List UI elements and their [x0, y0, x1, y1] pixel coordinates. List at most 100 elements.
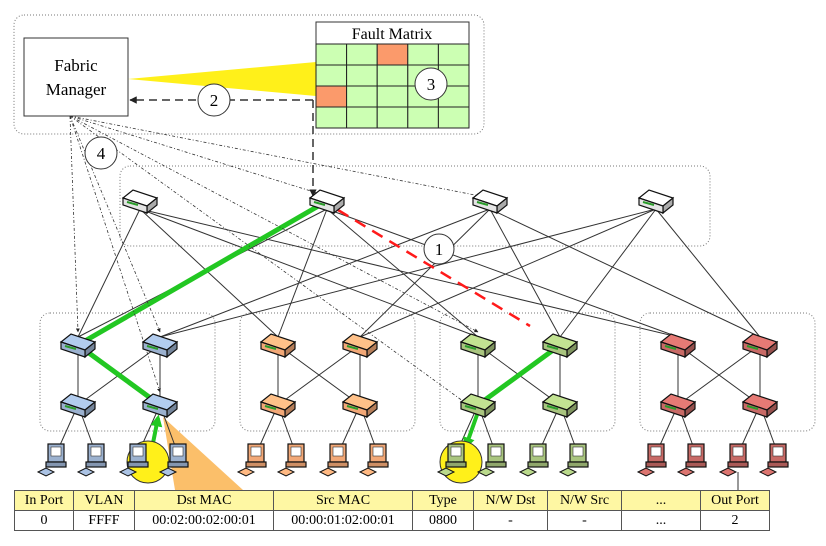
pod-2-aggregation-switch-1[interactable] [259, 333, 297, 359]
pod-3-host-4[interactable] [558, 443, 589, 477]
pod-4-edge-switch-2[interactable] [741, 393, 779, 419]
core-agg-link [277, 208, 328, 338]
svg-text:2: 2 [210, 91, 219, 110]
header-in-port: In Port [14, 490, 74, 511]
control-link [69, 115, 479, 413]
pod-3-host-3[interactable] [518, 443, 549, 477]
core-switch-3[interactable] [471, 189, 509, 215]
pod-3-group [439, 312, 616, 432]
pod-1-host-4[interactable] [158, 443, 189, 477]
network-nodes [36, 189, 789, 484]
pod-2-host-2[interactable] [276, 443, 307, 477]
control-links [69, 96, 481, 413]
pod-2-edge-switch-1[interactable] [259, 393, 297, 419]
core-agg-link [326, 208, 679, 338]
cell-dst-mac: 00:02:00:02:00:01 [134, 510, 274, 531]
fault-matrix-cell [376, 64, 409, 87]
fault-matrix-cell [315, 106, 348, 129]
core-switch-1[interactable] [121, 189, 159, 215]
core-agg-link [559, 208, 657, 338]
core-agg-link [489, 208, 761, 338]
fabric-manager[interactable]: Fabric Manager [23, 37, 129, 117]
fault-matrix-cell [437, 106, 470, 129]
control-link [69, 115, 479, 333]
pod-3-aggregation-switch-1[interactable] [459, 333, 497, 359]
pod-4-aggregation-switch-1[interactable] [659, 333, 697, 359]
fault-matrix-cell [315, 43, 348, 66]
control-link [69, 115, 481, 198]
pod-1-host-3[interactable] [118, 443, 149, 477]
step-marker-3: 3 [414, 67, 448, 101]
pod-4-edge-switch-1[interactable] [659, 393, 697, 419]
header-src-mac: Src MAC [273, 490, 413, 511]
core-switch-2[interactable] [308, 189, 346, 215]
core-agg-link [159, 208, 491, 338]
pod-2-host-1[interactable] [236, 443, 267, 477]
pod-2-host-4[interactable] [358, 443, 389, 477]
core-agg-link [326, 208, 479, 338]
pod-2-aggregation-switch-2[interactable] [341, 333, 379, 359]
pod-3-edge-switch-2[interactable] [541, 393, 579, 419]
fault-matrix-cell [315, 64, 348, 87]
pod-1-edge-switch-2[interactable] [141, 393, 179, 419]
pod-4-host-1[interactable] [636, 443, 667, 477]
fabric-manager-label-2: Manager [46, 80, 107, 99]
fault-matrix-cell-faulty [376, 43, 409, 66]
fault-matrix-cell [346, 43, 378, 66]
cell-in-port: 0 [14, 510, 74, 531]
header-dst-mac: Dst MAC [134, 490, 274, 511]
pod-4-host-4[interactable] [758, 443, 789, 477]
cell-nw-src: - [547, 510, 622, 531]
failed-link [337, 208, 531, 328]
core-agg-link [655, 208, 761, 338]
fault-matrix-cell [407, 106, 439, 129]
svg-text:4: 4 [97, 144, 106, 163]
svg-text:1: 1 [435, 240, 444, 259]
pod-2-edge-switch-2[interactable] [341, 393, 379, 419]
control-plane-group [13, 14, 485, 135]
fabric-manager-label-1: Fabric [54, 56, 98, 75]
fault-matrix: Fault Matrix [315, 21, 470, 129]
pod-4-host-3[interactable] [718, 443, 749, 477]
cell-vlan: FFFF [73, 510, 135, 531]
cell-nw-dst: - [473, 510, 548, 531]
active-path-link [463, 411, 480, 450]
header-more: ... [621, 490, 701, 511]
step-marker-4: 4 [84, 136, 118, 170]
step-marker-1: 1 [423, 233, 455, 265]
core-agg-link [489, 208, 561, 338]
fault-matrix-link-wedge [128, 62, 316, 96]
header-vlan: VLAN [73, 490, 135, 511]
flow-table-header-row: In Port VLAN Dst MAC Src MAC Type N/W Ds… [14, 490, 770, 511]
cell-src-mac: 00:00:01:02:00:01 [273, 510, 413, 531]
pod-3-host-1[interactable] [436, 443, 467, 477]
pod-3-host-2[interactable] [476, 443, 507, 477]
pod-4-aggregation-switch-2[interactable] [741, 333, 779, 359]
fault-matrix-cell [376, 106, 409, 129]
pod-1-aggregation-switch-1[interactable] [59, 333, 97, 359]
core-agg-link [139, 208, 679, 338]
core-agg-link [359, 208, 657, 338]
pod-3-edge-switch-1[interactable] [459, 393, 497, 419]
pod-1-edge-switch-1[interactable] [59, 393, 97, 419]
fault-matrix-cell-faulty [315, 85, 348, 108]
pod-4-host-2[interactable] [676, 443, 707, 477]
control-link [69, 115, 328, 197]
pod-3-aggregation-switch-2[interactable] [541, 333, 579, 359]
core-agg-link [359, 208, 491, 338]
pod-1-host-2[interactable] [76, 443, 107, 477]
fault-matrix-cell [376, 85, 409, 108]
flow-table: In Port VLAN Dst MAC Src MAC Type N/W Ds… [14, 490, 770, 531]
core-switch-4[interactable] [637, 189, 675, 215]
pod-2-group [239, 312, 416, 432]
fault-matrix-cell [346, 85, 378, 108]
pod-2-host-3[interactable] [318, 443, 349, 477]
pod-1-aggregation-switch-2[interactable] [141, 333, 179, 359]
active-path-link [476, 342, 562, 408]
network-links [55, 198, 779, 490]
core-layer-group [119, 165, 711, 247]
active-path-link [76, 198, 329, 348]
fault-matrix-cell [437, 43, 470, 66]
control-link [69, 115, 80, 333]
pod-1-host-1[interactable] [36, 443, 67, 477]
